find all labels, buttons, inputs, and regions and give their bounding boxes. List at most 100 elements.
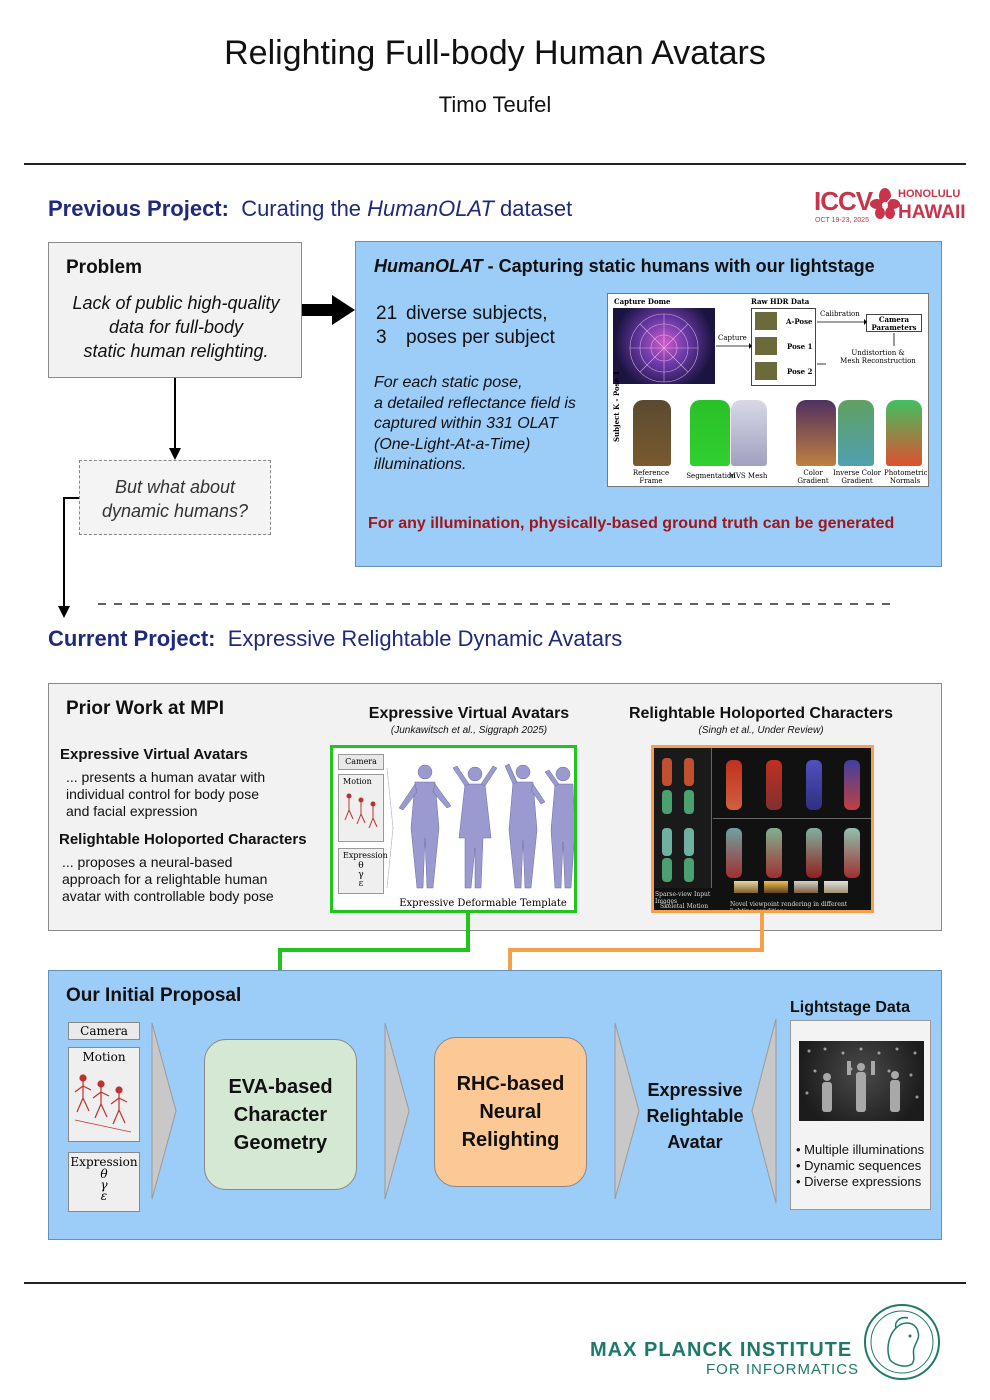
lightstage-image: [799, 1041, 924, 1121]
env-map-thumb: [764, 881, 788, 893]
rhc-cap3: Novel viewpoint rendering in different l…: [730, 901, 848, 913]
poses-count: 3: [376, 327, 387, 348]
proposal-motion: Motion: [82, 1050, 126, 1064]
poster-author: Timo Teufel: [438, 92, 552, 117]
raw-thumb: [755, 337, 777, 355]
right-arrow-icon: [302, 295, 355, 325]
desc-line: captured within 331 OLAT: [374, 415, 558, 432]
down-arrow-icon: [58, 606, 70, 618]
prior-work-box: Prior Work at MPI Expressive Virtual Ava…: [48, 683, 942, 931]
rhc-desc-line: approach for a relightable human: [62, 871, 268, 887]
iccv-city2: HAWAII: [898, 202, 966, 223]
prior-eva-desc: ... presents a human avatar with individ…: [66, 769, 265, 820]
rhc-desc-line: ... proposes a neural-based: [62, 854, 233, 870]
rhc-desc-line: avatar with controllable body pose: [62, 888, 274, 904]
eva-fig-motion-panel: Motion: [338, 774, 384, 842]
env-map-thumb: [734, 881, 758, 893]
current-text: Expressive Relightable Dynamic Avatars: [227, 626, 623, 651]
chevron-right-icon: [151, 1022, 177, 1200]
previous-connectors: [58, 295, 892, 618]
eva-desc-line: ... presents a human avatar with: [66, 769, 266, 785]
eva-desc-line: individual control for body pose: [66, 786, 260, 802]
rhc-input-thumb: [662, 758, 672, 786]
proposal-heading: Our Initial Proposal: [66, 985, 242, 1006]
cap-mvs: MVS Mesh: [728, 472, 768, 480]
eva-fig-motion: Motion: [343, 777, 372, 786]
poster-title: Relighting Full-body Human Avatars: [224, 34, 766, 72]
fig-capture-dome: Capture Dome: [614, 297, 671, 306]
current-project-heading: Current Project: Expressive Relightable …: [48, 626, 622, 652]
humanolat-heading-em: HumanOLAT: [374, 256, 483, 276]
segmentation-image: [690, 400, 730, 466]
hibiscus-icon: [870, 188, 900, 219]
rhc-render: [844, 760, 860, 810]
lightstage-panel: Multiple illuminations Dynamic sequences…: [790, 1020, 931, 1210]
prior-eva-title: Expressive Virtual Avatars: [60, 746, 248, 763]
fig-raw-hdr: Raw HDR Data: [751, 297, 810, 306]
fig-undistort: Undistortion & Mesh Reconstruction: [830, 349, 926, 365]
rhc-render: [726, 760, 742, 810]
lightstage-item: Diverse expressions: [796, 1174, 924, 1190]
lightstage-item: Multiple illuminations: [796, 1142, 924, 1158]
previous-label: Previous Project:: [48, 196, 229, 221]
rhc-input-thumb: [684, 758, 694, 786]
rhc-input-thumb: [662, 790, 672, 814]
lightstage-list: Multiple illuminations Dynamic sequences…: [796, 1142, 924, 1190]
poses-text: poses per subject: [406, 327, 555, 348]
proposal-camera: Camera: [68, 1022, 140, 1040]
humanolat-footer: For any illumination, physically-based g…: [368, 515, 895, 532]
desc-line: a detailed reflectance field is: [374, 394, 576, 412]
problem-line: static human relighting.: [83, 341, 269, 361]
raw-hdr-panel: [751, 308, 816, 386]
mpi-subtitle: FOR INFORMATICS: [706, 1361, 860, 1378]
env-map-thumb: [824, 881, 848, 893]
cap-inverse-gradient: Inverse Color Gradient: [832, 469, 882, 485]
fig-a-pose: A-Pose: [786, 317, 813, 326]
rhc-render: [806, 760, 822, 810]
desc-line: For each static pose,: [374, 374, 523, 391]
prior-rhc-title: Relightable Holoported Characters: [59, 831, 307, 848]
cap-segmentation: Segmentation: [686, 472, 736, 480]
rhc-render: [806, 828, 822, 878]
proposal-motion-panel: Motion: [68, 1047, 140, 1142]
proposal-expression: Expression: [70, 1155, 138, 1169]
problem-line: Lack of public high-quality: [72, 293, 280, 313]
chevron-right-icon: [614, 1022, 640, 1200]
fig-pose1: Pose 1: [787, 342, 813, 351]
proposal-chevrons: [151, 1018, 777, 1204]
eva-desc-line: and facial expression: [66, 803, 198, 819]
inverse-gradient-image: [838, 400, 874, 466]
color-gradient-image: [796, 400, 836, 466]
eva-fig-camera: Camera: [338, 754, 384, 770]
skeleton-motion-icon: [344, 793, 378, 829]
iccv-dates: OCT 19-23, 2025: [815, 217, 869, 224]
fig-pose2: Pose 2: [787, 367, 813, 376]
rhc-render: [726, 828, 742, 878]
humanolat-box: HumanOLAT - Capturing static humans with…: [355, 241, 942, 567]
problem-text: Lack of public high-quality data for ful…: [49, 291, 303, 363]
rhc-relighting-block: RHC-based Neural Relighting: [434, 1037, 587, 1187]
iccv-badge: ICCV OCT 19-23, 2025 HONOLULU HAWAII: [812, 184, 966, 232]
top-divider: [24, 163, 966, 165]
cam-param-line: Parameters: [871, 323, 917, 332]
rhc-divider: [713, 818, 871, 819]
rhc-render: [844, 828, 860, 878]
question-line: But what about: [114, 477, 236, 497]
capture-dome-image: [613, 308, 715, 384]
mvs-mesh-image: [731, 400, 767, 466]
eva-fig-title: Expressive Virtual Avatars: [368, 705, 570, 722]
prior-rhc-desc: ... proposes a neural-based approach for…: [62, 854, 274, 905]
lightstage-item: Dynamic sequences: [796, 1158, 924, 1174]
bottom-divider: [24, 1282, 966, 1284]
humanolat-heading-rest: - Capturing static humans with our light…: [482, 256, 875, 276]
rhc-block-line: RHC-based: [456, 1073, 565, 1095]
iccv-logo-text: ICCV: [814, 186, 873, 216]
problem-box: Problem Lack of public high-quality data…: [48, 242, 302, 378]
rhc-fig-title: Relightable Holoported Characters: [628, 705, 894, 722]
down-arrow-icon: [169, 448, 181, 460]
cam-param-line: Camera: [878, 315, 910, 324]
